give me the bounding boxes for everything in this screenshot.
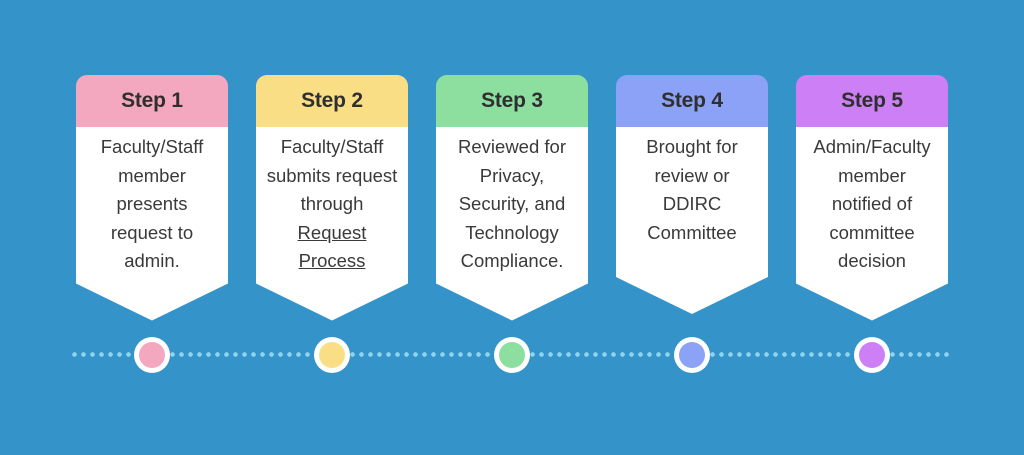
step-body-line: Faculty/Staff [280,136,384,157]
step-body-line[interactable]: Request [264,219,400,248]
step-body-line: presents [116,193,188,214]
step-node-fill-4 [679,342,705,368]
step-title-5: Step 5 [841,89,903,112]
step-body-line: admin. [124,250,180,271]
step-card-5: Step 5 Admin/Faculty member notified of comm… [796,75,948,321]
step-card-2: Step 2 Faculty/Staff submits request throug… [256,75,408,321]
request-process-link-line[interactable]: Request [297,221,367,243]
step-body-line: through [300,193,364,214]
step-card-pointer-4 [616,273,768,314]
step-body-line: Technology [465,221,559,243]
step-body-line: member [118,164,186,186]
step-body-line: review or [654,164,730,186]
timeline-track [0,351,1024,359]
step-card-pointer-5 [796,279,948,321]
step-node-circle-4[interactable] [674,337,710,373]
timeline-dotted-segment [530,352,674,357]
step-node-fill-3 [499,342,525,368]
timeline-dotted-segment [170,352,314,357]
step-node-fill-1 [139,342,165,368]
timeline-dotted-segment [710,352,854,357]
timeline-dotted-segment [350,352,494,357]
step-card-pointer-2 [256,279,408,321]
step-node-circle-5[interactable] [854,337,890,373]
step-card-pointer-1 [76,279,228,321]
step-card-header-4: Step 4 [616,75,768,127]
step-card-1: Step 1 Faculty/Staff member presents request… [76,75,228,321]
step-card-header-2: Step 2 [256,75,408,127]
step-body-line: committee [829,221,915,243]
step-body-line: Faculty/Staff [100,136,204,157]
step-body-line[interactable]: Process [264,247,400,276]
step-body-line: Security, and [458,193,566,214]
step-card-pointer-3 [436,279,588,321]
step-body-line: decision [838,250,906,271]
step-body-line: Brought for [646,136,738,157]
step-body-line: Admin/Faculty [813,136,931,157]
request-process-link-line[interactable]: Process [298,250,366,271]
step-card-body-4: Brought for review or DDIRC Committee [616,127,768,273]
step-title-4: Step 4 [661,89,723,112]
step-node-circle-1[interactable] [134,337,170,373]
step-body-line: notified of [831,193,913,214]
step-body-line: member [838,164,906,186]
step-card-body-5: Admin/Faculty member notified of committee d… [796,127,948,280]
step-node-fill-2 [319,342,345,368]
step-node-fill-5 [859,342,885,368]
step-card-body-1: Faculty/Staff member presents request to adm… [76,127,228,280]
step-card-4: Step 4 Brought for review or DDIRC Committee [616,75,768,314]
step-title-1: Step 1 [121,89,183,112]
step-card-header-1: Step 1 [76,75,228,127]
step-body-line: DDIRC [662,193,722,214]
timeline-dotted-segment [890,352,952,357]
step-card-header-5: Step 5 [796,75,948,127]
timeline-dotted-segment [72,352,134,357]
step-node-circle-2[interactable] [314,337,350,373]
step-title-2: Step 2 [301,89,363,112]
step-body-line: Reviewed for [458,136,566,157]
step-body-line: request to [110,221,194,243]
step-card-header-3: Step 3 [436,75,588,127]
step-body-line: Compliance. [460,250,564,271]
step-node-circle-3[interactable] [494,337,530,373]
step-title-3: Step 3 [481,89,543,112]
step-body-line: Committee [647,221,737,243]
step-body-line: submits request [266,164,398,186]
step-body-line: Privacy, [479,164,545,186]
